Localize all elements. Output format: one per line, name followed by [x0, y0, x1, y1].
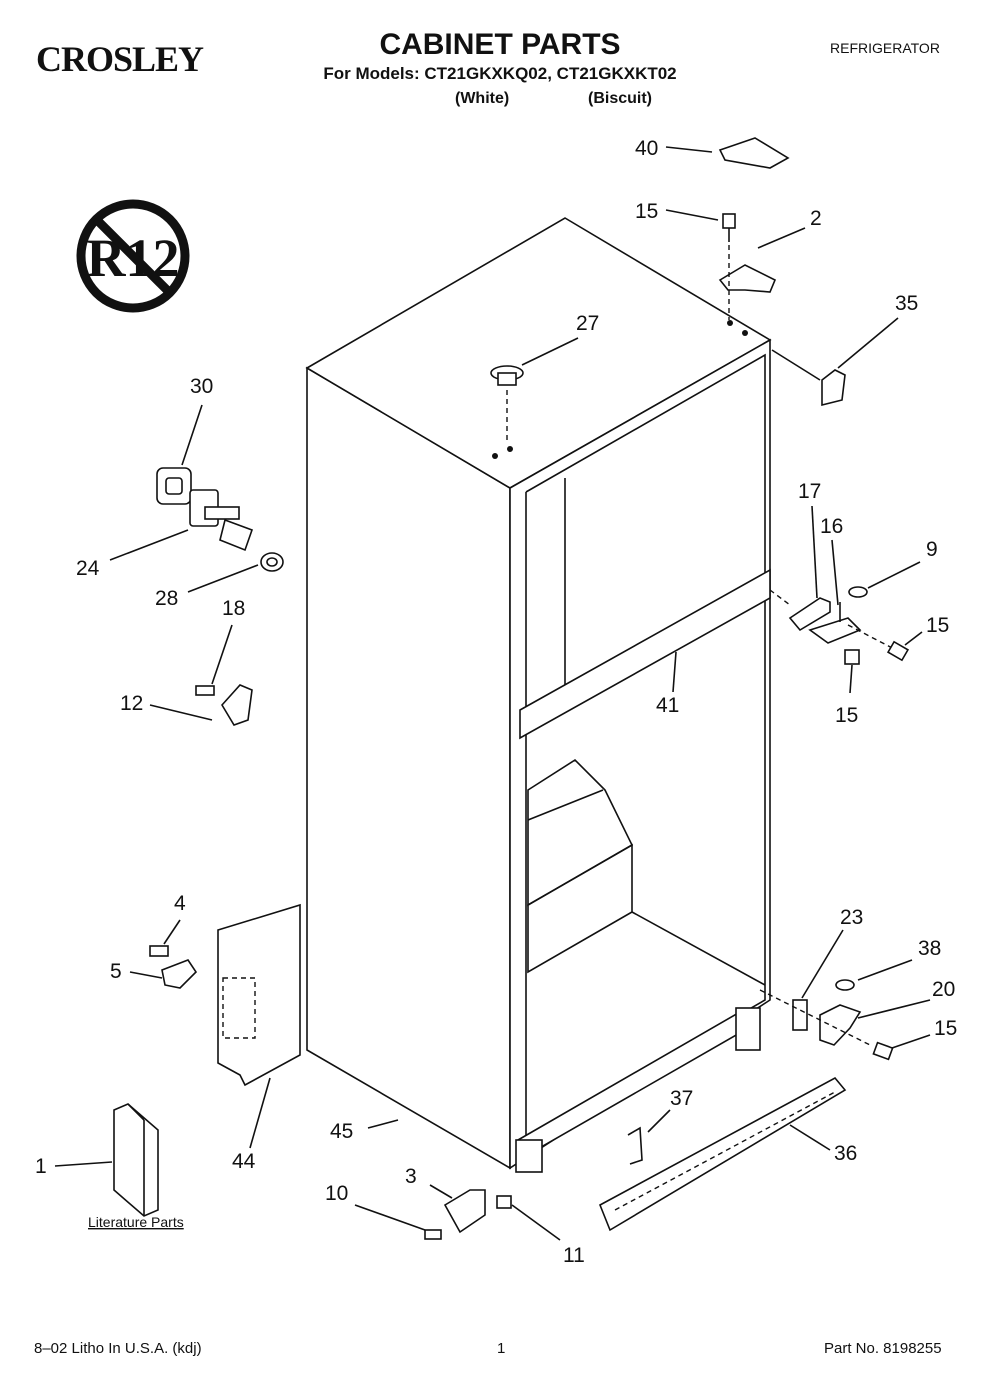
- callout-37: 37: [670, 1087, 693, 1110]
- callout-3: 3: [405, 1165, 417, 1188]
- part-40-cap: [718, 137, 790, 169]
- callout-20: 20: [932, 978, 955, 1001]
- cabinet-body: [305, 217, 772, 1173]
- variant-biscuit: (Biscuit): [588, 90, 652, 107]
- callout-15-middle: 15: [835, 704, 858, 727]
- callout-1: 1: [35, 1155, 47, 1178]
- callout-12: 12: [120, 692, 143, 715]
- callout-4: 4: [174, 892, 186, 915]
- callout-5: 5: [110, 960, 122, 983]
- callout-10: 10: [325, 1182, 348, 1205]
- category-label: REFRIGERATOR: [830, 40, 940, 56]
- callout-35: 35: [895, 292, 918, 315]
- callout-17: 17: [798, 480, 821, 503]
- part-1-literature: [113, 1103, 159, 1217]
- callout-18: 18: [222, 597, 245, 620]
- part-15-screw-bottom: [872, 1041, 894, 1061]
- callout-15-middle-right: 15: [926, 614, 949, 637]
- part-27-plug: [490, 365, 524, 440]
- brand-logo: CROSLEY: [36, 39, 204, 79]
- part-44-panel: [217, 903, 301, 1087]
- callout-36: 36: [834, 1142, 857, 1165]
- leader-lines: [54, 146, 931, 1241]
- callout-24: 24: [76, 557, 100, 580]
- variant-white: (White): [455, 90, 510, 107]
- callout-23: 23: [840, 906, 863, 929]
- callout-28: 28: [155, 587, 178, 610]
- part-35-cover: [771, 349, 846, 407]
- part-36-grille: [598, 1076, 847, 1232]
- part-12-bracket: [195, 684, 253, 726]
- part-37-clip: [627, 1126, 643, 1165]
- part-23-20-bottom-hinge: [759, 979, 871, 1046]
- part-17-16-middle-hinge: [769, 586, 901, 653]
- callout-15-bottom: 15: [934, 1017, 957, 1040]
- part-11-screw: [496, 1195, 512, 1209]
- part-2-top-hinge: [718, 245, 777, 320]
- part-24-switch: [189, 489, 254, 552]
- callout-9: 9: [926, 538, 938, 561]
- callout-38: 38: [918, 937, 941, 960]
- footer-part-number: Part No. 8198255: [824, 1340, 942, 1357]
- callout-44: 44: [232, 1150, 256, 1173]
- part-15-screw-top: [722, 213, 736, 242]
- footer-page-number: 1: [497, 1340, 506, 1357]
- callout-11: 11: [563, 1244, 585, 1267]
- callout-40: 40: [635, 137, 658, 160]
- part-4-5-bracket: [149, 945, 198, 989]
- callout-15-top: 15: [635, 200, 658, 223]
- literature-parts-label: Literature Parts: [88, 1214, 184, 1230]
- page-title: CABINET PARTS: [379, 28, 621, 61]
- callout-45: 45: [330, 1120, 353, 1143]
- part-30-bezel: [156, 467, 192, 505]
- part-28-grommet: [260, 552, 284, 572]
- part-15-screws-middle: [844, 640, 910, 665]
- part-3-roller: [424, 1189, 486, 1240]
- callout-2: 2: [810, 207, 822, 230]
- callout-16: 16: [820, 515, 843, 538]
- footer-print-info: 8–02 Litho In U.S.A. (kdj): [34, 1340, 202, 1357]
- callout-41: 41: [656, 694, 679, 717]
- callout-30: 30: [190, 375, 213, 398]
- callout-27: 27: [576, 312, 599, 335]
- models-subtitle: For Models: CT21GKXKQ02, CT21GKXKT02: [323, 64, 677, 83]
- no-r12-badge: R12: [76, 199, 190, 313]
